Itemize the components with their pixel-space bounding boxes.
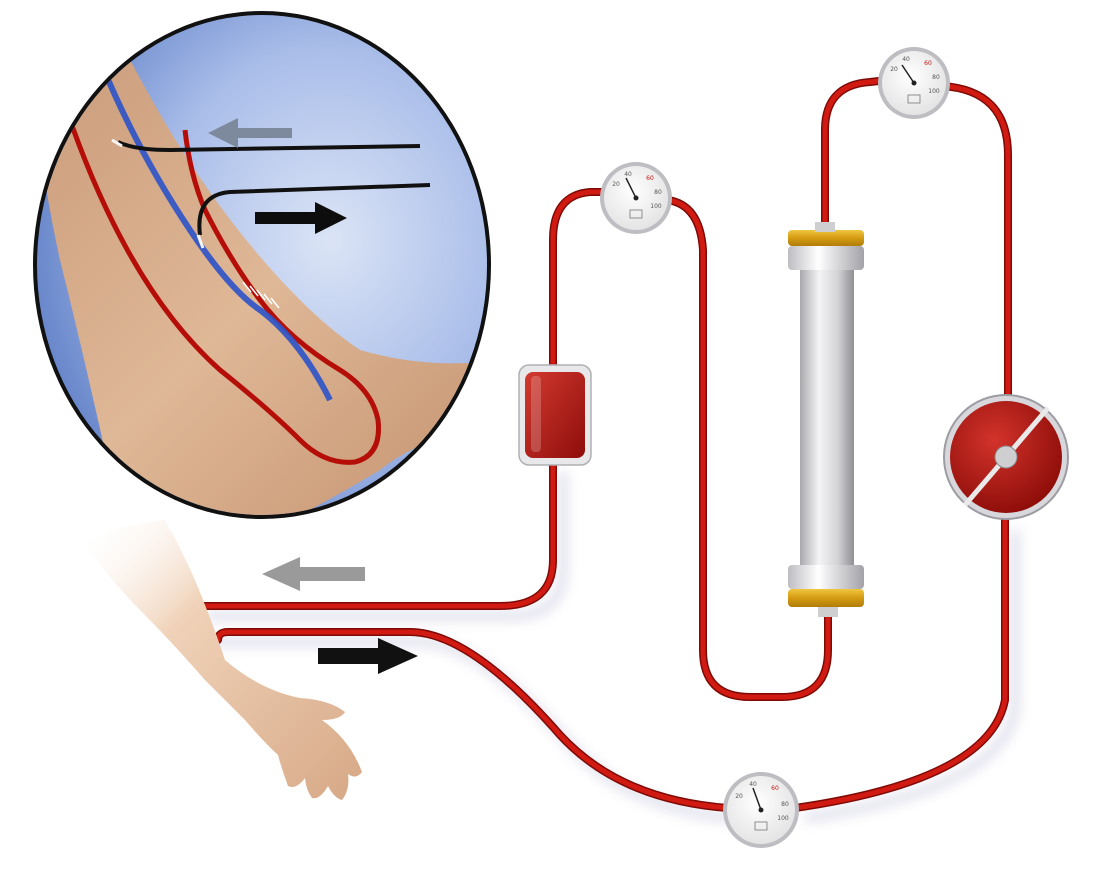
gauge-left-tick: 100 <box>650 203 662 210</box>
gauge-bottom-max: 60 <box>771 785 779 792</box>
gauge-top-tick: 80 <box>932 74 940 81</box>
gauge-bottom-tick: 100 <box>777 815 789 822</box>
gauge-left-max: 60 <box>646 175 654 182</box>
gauge-top-tick: 40 <box>902 56 910 63</box>
gauge-left-tick: 40 <box>624 171 632 178</box>
gauge-top: 20 40 60 80 100 <box>878 47 950 119</box>
return-flow-arrow <box>262 557 365 591</box>
gauge-bottom-tick: 20 <box>735 793 743 800</box>
gauge-top-max: 60 <box>924 60 932 67</box>
gauge-bottom: 20 40 60 80 100 <box>723 772 799 848</box>
gauge-left-tick: 20 <box>612 181 620 188</box>
blood-pump <box>944 395 1068 519</box>
gauge-top-tick: 20 <box>890 66 898 73</box>
gauge-left-tick: 80 <box>654 189 662 196</box>
arm-fistula-closeup <box>30 11 520 520</box>
air-trap-chamber <box>519 365 591 465</box>
gauge-bottom-tick: 40 <box>749 781 757 788</box>
dialyzer-cylinder <box>788 222 864 617</box>
gauge-bottom-tick: 80 <box>781 801 789 808</box>
gauge-top-tick: 100 <box>928 88 940 95</box>
gauge-left: 20 40 60 80 100 <box>600 162 672 234</box>
